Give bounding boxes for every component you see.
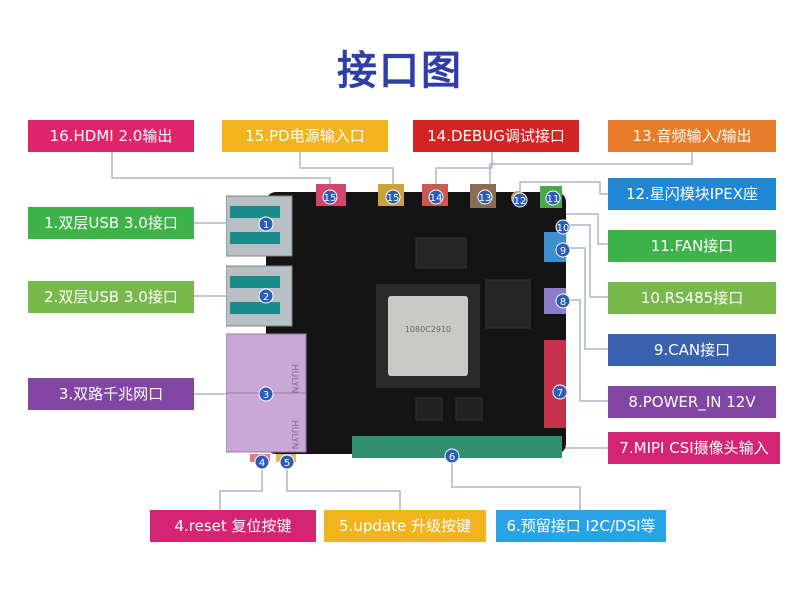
- marker-14: 14: [430, 193, 443, 204]
- marker-8: 8: [560, 297, 566, 308]
- label-reserved: 6.预留接口 I2C/DSI等: [496, 510, 666, 542]
- soc-label: 1080C2910: [405, 325, 451, 334]
- page-title: 接口图: [337, 48, 463, 94]
- label-update: 5.update 升级按键: [324, 510, 486, 542]
- marker-2: 2: [263, 292, 269, 303]
- label-usb-1: 1.双层USB 3.0接口: [28, 207, 194, 239]
- eth-brand-1: HULYN: [289, 364, 299, 393]
- marker-15a: 15: [324, 193, 337, 204]
- label-pd-power: 15.PD电源输入口: [222, 120, 388, 152]
- label-reset: 4.reset 复位按键: [150, 510, 316, 542]
- marker-7: 7: [557, 388, 563, 399]
- label-hdmi: 16.HDMI 2.0输出: [28, 120, 194, 152]
- label-can: 9.CAN接口: [608, 334, 776, 366]
- marker-10: 10: [557, 223, 570, 234]
- label-audio: 13.音频输入/输出: [608, 120, 776, 152]
- marker-15b: 15: [387, 193, 400, 204]
- gpio-header: [352, 436, 562, 458]
- marker-13: 13: [479, 193, 492, 204]
- soc-chip: [388, 296, 468, 376]
- marker-6: 6: [449, 452, 455, 463]
- marker-9: 9: [560, 246, 566, 257]
- label-ipex: 12.星闪模块IPEX座: [608, 178, 776, 210]
- marker-5: 5: [284, 458, 290, 469]
- board-illustration: HULYN HULYN 1080C2910: [226, 184, 566, 462]
- label-rs485: 10.RS485接口: [608, 282, 776, 314]
- label-mipi-csi: 7.MIPI CSI摄像头输入: [608, 432, 780, 464]
- marker-4: 4: [259, 458, 265, 469]
- marker-1: 1: [263, 220, 269, 231]
- label-fan: 11.FAN接口: [608, 230, 776, 262]
- marker-12: 12: [514, 196, 527, 207]
- marker-11: 11: [547, 194, 560, 205]
- marker-3: 3: [263, 390, 269, 401]
- label-ethernet: 3.双路千兆网口: [28, 378, 194, 410]
- eth-brand-2: HULYN: [289, 420, 299, 449]
- label-usb-2: 2.双层USB 3.0接口: [28, 281, 194, 313]
- label-debug: 14.DEBUG调试接口: [413, 120, 579, 152]
- label-power-in: 8.POWER_IN 12V: [608, 386, 776, 418]
- mipi-connector: [544, 340, 566, 428]
